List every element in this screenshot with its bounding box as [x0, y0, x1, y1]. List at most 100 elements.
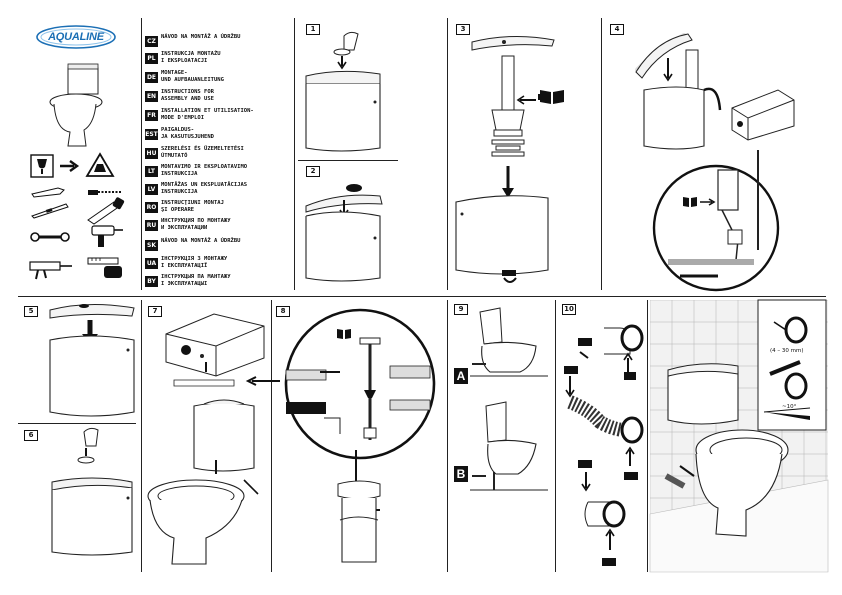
step-9-number: 9	[454, 304, 468, 315]
drill-icon	[91, 225, 123, 247]
step-7-number: 7	[148, 306, 162, 317]
step-7-illustration	[147, 313, 265, 565]
language-code: HU	[145, 148, 158, 159]
language-code: BY	[145, 276, 158, 287]
language-code: FR	[145, 110, 158, 121]
arrow-right-icon	[700, 198, 716, 206]
silicone-gun-icon	[29, 261, 72, 280]
step-3-illustration	[455, 35, 555, 283]
language-code: UA	[145, 258, 158, 269]
logo-swoosh-icon	[36, 25, 116, 49]
logo-text: AQUALINE	[48, 31, 104, 43]
language-title: MONTĀŽAS UN EKSPLUATĀCIJAS INSTRUKCIJA	[161, 182, 248, 195]
language-code: EST	[145, 129, 158, 140]
language-code: SK	[145, 240, 158, 251]
language-title: NÁVOD NA MONTÁŽ A ÚDRŽBU	[161, 238, 241, 244]
toilet-thumbnail-icon	[49, 63, 103, 147]
dimension-label: (4 – 30 mm)	[770, 348, 804, 354]
pencil-icon	[31, 187, 65, 198]
language-row-by: BY ІНСТРУКЦЫЯ ПА МАНТАЖУ І ЭКСПЛУАТАЦЫІ	[145, 274, 285, 292]
language-title: ИНСТРУКЦИЯ ПО МОНТАЖУ И ЭКСПЛУАТАЦИИ	[161, 218, 231, 231]
language-title: NÁVOD NA MONTÁŽ A ÚDRŽBU	[161, 34, 241, 40]
book-icon	[337, 329, 351, 339]
variant-b-label: B	[454, 466, 468, 482]
step-3-number: 3	[456, 24, 470, 35]
tape-measure-icon	[87, 257, 122, 278]
step-4-number: 4	[610, 24, 624, 35]
language-title: MONTAGE- UND AUFBAUANLEITUNG	[161, 70, 224, 83]
language-code: RU	[145, 220, 158, 231]
book-icon	[683, 197, 697, 207]
step-9-variant-b-illustration	[470, 401, 548, 491]
language-title: MONTAVIMO IR EKSPLOATAVIMO INSTRUKCIJA	[161, 164, 248, 177]
language-code: PL	[145, 53, 158, 64]
divider-v5	[141, 300, 142, 572]
language-code: LT	[145, 166, 158, 177]
arrow-left-icon	[245, 376, 280, 386]
language-row-fr: FR INSTALLATION ET UTILISATION- MODE D'E…	[145, 108, 285, 126]
language-row-ru: RU ИНСТРУКЦИЯ ПО МОНТАЖУ И ЭКСПЛУАТАЦИИ	[145, 218, 285, 236]
divider-h-step1-2	[298, 160, 398, 161]
step-2-illustration	[305, 184, 383, 282]
divider-v6	[271, 300, 272, 572]
step-6-illustration	[51, 427, 133, 556]
language-row-ro: RO INSTRUCŢIUNI MONTAJ ŞI OPERARE	[145, 200, 285, 218]
language-row-lt: LT MONTAVIMO IR EKSPLOATAVIMO INSTRUKCIJ…	[145, 164, 285, 182]
step-8-number: 8	[276, 306, 290, 317]
wrench-icon	[30, 232, 70, 242]
language-title: SZERELÉSI ÉS ÜZEMELTETÉSI ÚTMUTATÓ	[161, 146, 244, 159]
step-8-illustration	[284, 308, 436, 563]
language-title: INSTRUKCJA MONTAŻU I EKSPLOATACJI	[161, 51, 221, 64]
language-code: RO	[145, 202, 158, 213]
divider-v4	[601, 18, 602, 290]
step-1-number: 1	[306, 24, 320, 35]
angle-label: ~10°	[782, 404, 797, 410]
language-row-hu: HU SZERELÉSI ÉS ÜZEMELTETÉSI ÚTMUTATÓ	[145, 146, 285, 164]
divider-v7	[447, 300, 448, 572]
language-code: LV	[145, 184, 158, 195]
divider-h-middle	[18, 296, 826, 297]
divider-v1	[141, 18, 142, 290]
fragile-warning-icon	[30, 154, 54, 178]
drill-bit-icon	[88, 190, 122, 195]
caution-triangle-icon	[85, 152, 115, 177]
step-6-number: 6	[24, 430, 38, 441]
language-title: ІНСТРУКЦІЯ З МОНТАЖУ І ЕКСПЛУАТАЦІЇ	[161, 256, 228, 269]
step-10-number: 10	[562, 304, 576, 315]
level-tool-icon	[31, 203, 69, 219]
divider-v9	[647, 300, 648, 572]
variant-a-label: A	[454, 368, 468, 384]
language-row-de: DE MONTAGE- UND AUFBAUANLEITUNG	[145, 70, 285, 88]
step-9-variant-a-illustration	[470, 307, 548, 377]
step-5-illustration	[49, 303, 135, 417]
step-11-illustration	[649, 299, 829, 573]
brand-logo: AQUALINE	[36, 24, 116, 50]
step-2-number: 2	[306, 166, 320, 177]
divider-v8	[555, 300, 556, 572]
step-5-number: 5	[24, 306, 38, 317]
divider-v2	[294, 18, 295, 290]
arrow-right-icon	[60, 160, 80, 172]
language-row-sk: SK NÁVOD NA MONTÁŽ A ÚDRŽBU	[145, 238, 285, 256]
language-row-en: EN INSTRUCTIONS FOR ASSEMBLY AND USE	[145, 89, 285, 107]
language-code: DE	[145, 72, 158, 83]
step-10-illustration	[564, 324, 644, 566]
divider-h-step5-6	[18, 423, 136, 424]
step-1-illustration	[305, 31, 381, 152]
language-code: EN	[145, 91, 158, 102]
language-title: ІНСТРУКЦЫЯ ПА МАНТАЖУ І ЭКСПЛУАТАЦЫІ	[161, 274, 231, 287]
language-title: INSTRUCTIONS FOR ASSEMBLY AND USE	[161, 89, 214, 102]
language-code: CZ	[145, 36, 158, 47]
language-row-lv: LV MONTĀŽAS UN EKSPLUATĀCIJAS INSTRUKCIJ…	[145, 182, 285, 200]
book-icon	[538, 90, 564, 104]
language-row-pl: PL INSTRUKCJA MONTAŻU I EKSPLOATACJI	[145, 51, 285, 69]
divider-v3	[447, 18, 448, 290]
language-title: INSTALLATION ET UTILISATION- MODE D'EMPL…	[161, 108, 254, 121]
saw-icon	[87, 197, 125, 225]
language-row-cz: CZ NÁVOD NA MONTÁŽ A ÚDRŽBU	[145, 34, 285, 52]
language-row-ua: UA ІНСТРУКЦІЯ З МОНТАЖУ І ЕКСПЛУАТАЦІЇ	[145, 256, 285, 274]
step-4-illustration	[635, 33, 795, 292]
language-row-est: EST PAIGALDUS- JA KASUTUSJUHEND	[145, 127, 285, 145]
language-title: PAIGALDUS- JA KASUTUSJUHEND	[161, 127, 214, 140]
language-title: INSTRUCŢIUNI MONTAJ ŞI OPERARE	[161, 200, 224, 213]
